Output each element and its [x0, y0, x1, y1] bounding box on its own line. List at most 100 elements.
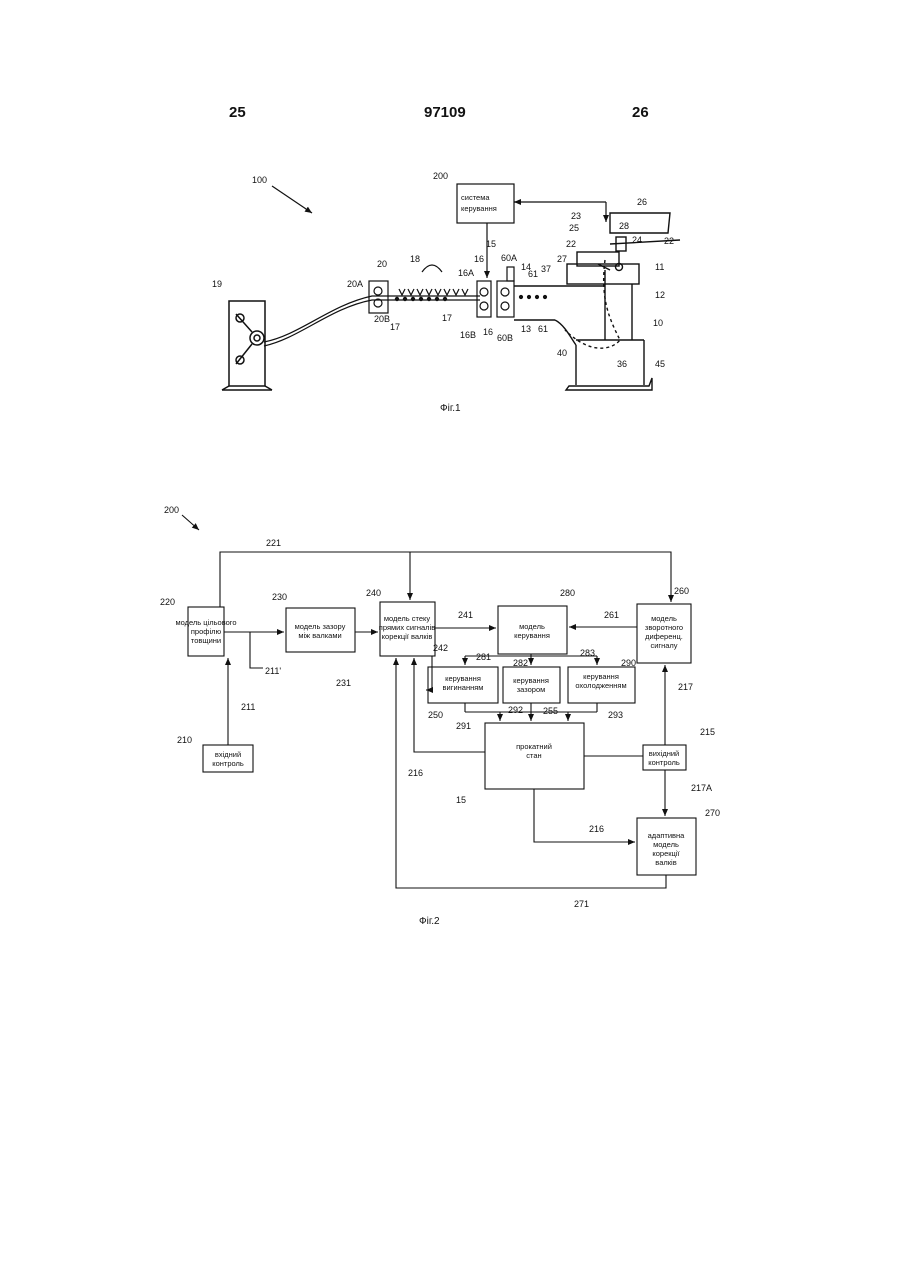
- ref-label: 217: [678, 682, 693, 692]
- box-280-line: модель: [519, 622, 545, 631]
- ref-label: 200: [433, 171, 448, 181]
- ref-label: 261: [604, 610, 619, 620]
- sprays-18: [399, 289, 468, 295]
- ref-label: 23: [571, 211, 581, 221]
- ref-label: 281: [476, 652, 491, 662]
- ref-label: 282: [513, 658, 528, 668]
- box-210-line: вхідний: [215, 750, 241, 759]
- box-230-line: модель зазору: [295, 622, 346, 631]
- ref-label: 283: [580, 648, 595, 658]
- ref-label: 231: [336, 678, 351, 688]
- figure-2-caption: Фіг.2: [419, 916, 440, 927]
- ref-label: 16B: [460, 330, 476, 340]
- box-260-line: диференц.: [645, 632, 683, 641]
- ref-label: 280: [560, 588, 575, 598]
- box-240-line: модель стеку: [384, 614, 430, 623]
- ref-label: 216: [589, 824, 604, 834]
- fig2-box-texts: модель цільового профілю товщини модель …: [175, 614, 685, 867]
- ref-label: 230: [272, 592, 287, 602]
- ref-label: 27: [557, 254, 567, 264]
- box-280-line: керування: [514, 631, 550, 640]
- box-220-line: профілю: [191, 627, 222, 636]
- box-270-line: модель: [653, 840, 679, 849]
- ref-label: 17: [442, 313, 452, 323]
- ref-label: 211': [265, 666, 281, 676]
- box-220-line: модель цільового: [175, 618, 236, 627]
- box-290-line: керування: [583, 672, 619, 681]
- strip-dots: [520, 296, 547, 299]
- ref-label: 12: [655, 290, 665, 300]
- ref-label: 20: [377, 259, 387, 269]
- box-240-line: корекції валків: [382, 632, 433, 641]
- figure-2: [182, 515, 696, 888]
- ref-label: 61: [528, 269, 538, 279]
- box-15-line: стан: [526, 751, 541, 760]
- ref-label: 20B: [374, 314, 390, 324]
- fig2-reference-labels: 200 221 220 230 240 280 260 241 261 242 …: [160, 505, 720, 909]
- box-260-line: модель: [651, 614, 677, 623]
- ref-label: 22: [664, 236, 674, 246]
- ref-label: 16: [483, 327, 493, 337]
- ref-label: 25: [569, 223, 579, 233]
- ref-label: 260: [674, 586, 689, 596]
- ref-label: 24: [632, 235, 642, 245]
- ref-label: 220: [160, 597, 175, 607]
- box-250-line: керування: [445, 674, 481, 683]
- ref-label: 290: [621, 658, 636, 668]
- box-210-line: контроль: [212, 759, 244, 768]
- stand-16: [477, 281, 491, 317]
- ref-label: 18: [410, 254, 420, 264]
- ref-label: 37: [541, 264, 551, 274]
- control-system-label: система керування: [461, 193, 497, 213]
- ref-label: 271: [574, 899, 589, 909]
- stand-14: [497, 281, 514, 317]
- ref-label: 221: [266, 538, 281, 548]
- box-220-line: товщини: [191, 636, 221, 645]
- figure-1-caption: Фіг.1: [440, 403, 461, 414]
- control-system-line1: система: [461, 193, 490, 202]
- ref-label: 250: [428, 710, 443, 720]
- ref-label: 241: [458, 610, 473, 620]
- ref-label: 255: [543, 706, 558, 716]
- ref-label: 15: [486, 239, 496, 249]
- ref-label: 216: [408, 768, 423, 778]
- ref-label: 242: [433, 643, 448, 653]
- ref-label: 293: [608, 710, 623, 720]
- ref-label: 28: [619, 221, 629, 231]
- ref-label: 16A: [458, 268, 474, 278]
- ref-label: 11: [655, 262, 664, 272]
- ref-label: 217A: [691, 783, 712, 793]
- box-230-line: між валками: [298, 631, 341, 640]
- ref-label: 22: [566, 239, 576, 249]
- ref-label: 10: [653, 318, 663, 328]
- ref-label: 200: [164, 505, 179, 515]
- box-270-line: корекції: [652, 849, 680, 858]
- ref-label: 16: [474, 254, 484, 264]
- box-255-line: зазором: [517, 685, 546, 694]
- ref-label: 19: [212, 279, 222, 289]
- box-250-line: вигинанням: [443, 683, 484, 692]
- ref-label: 13: [521, 324, 531, 334]
- ref-label: 270: [705, 808, 720, 818]
- ref-label: 17: [390, 322, 400, 332]
- box-215-line: вихідний: [649, 749, 680, 758]
- ref-label: 15: [456, 795, 466, 805]
- box-290-line: охолодженням: [575, 681, 626, 690]
- ref-label: 26: [637, 197, 647, 207]
- box-15-line: прокатний: [516, 742, 552, 751]
- box-240-line: прямих сигналів: [379, 623, 435, 632]
- ref-label: 36: [617, 359, 627, 369]
- ref-label: 215: [700, 727, 715, 737]
- ref-label: 45: [655, 359, 665, 369]
- ref-label: 61: [538, 324, 548, 334]
- ref-label: 40: [557, 348, 567, 358]
- ref-label: 292: [508, 705, 523, 715]
- figure-1: [222, 184, 680, 390]
- ref-label: 20A: [347, 279, 363, 289]
- box-270-line: адаптивна: [648, 831, 686, 840]
- ref-label: 60B: [497, 333, 513, 343]
- ref-label: 210: [177, 735, 192, 745]
- ref-label: 60A: [501, 253, 517, 263]
- box-260-line: сигналу: [650, 641, 677, 650]
